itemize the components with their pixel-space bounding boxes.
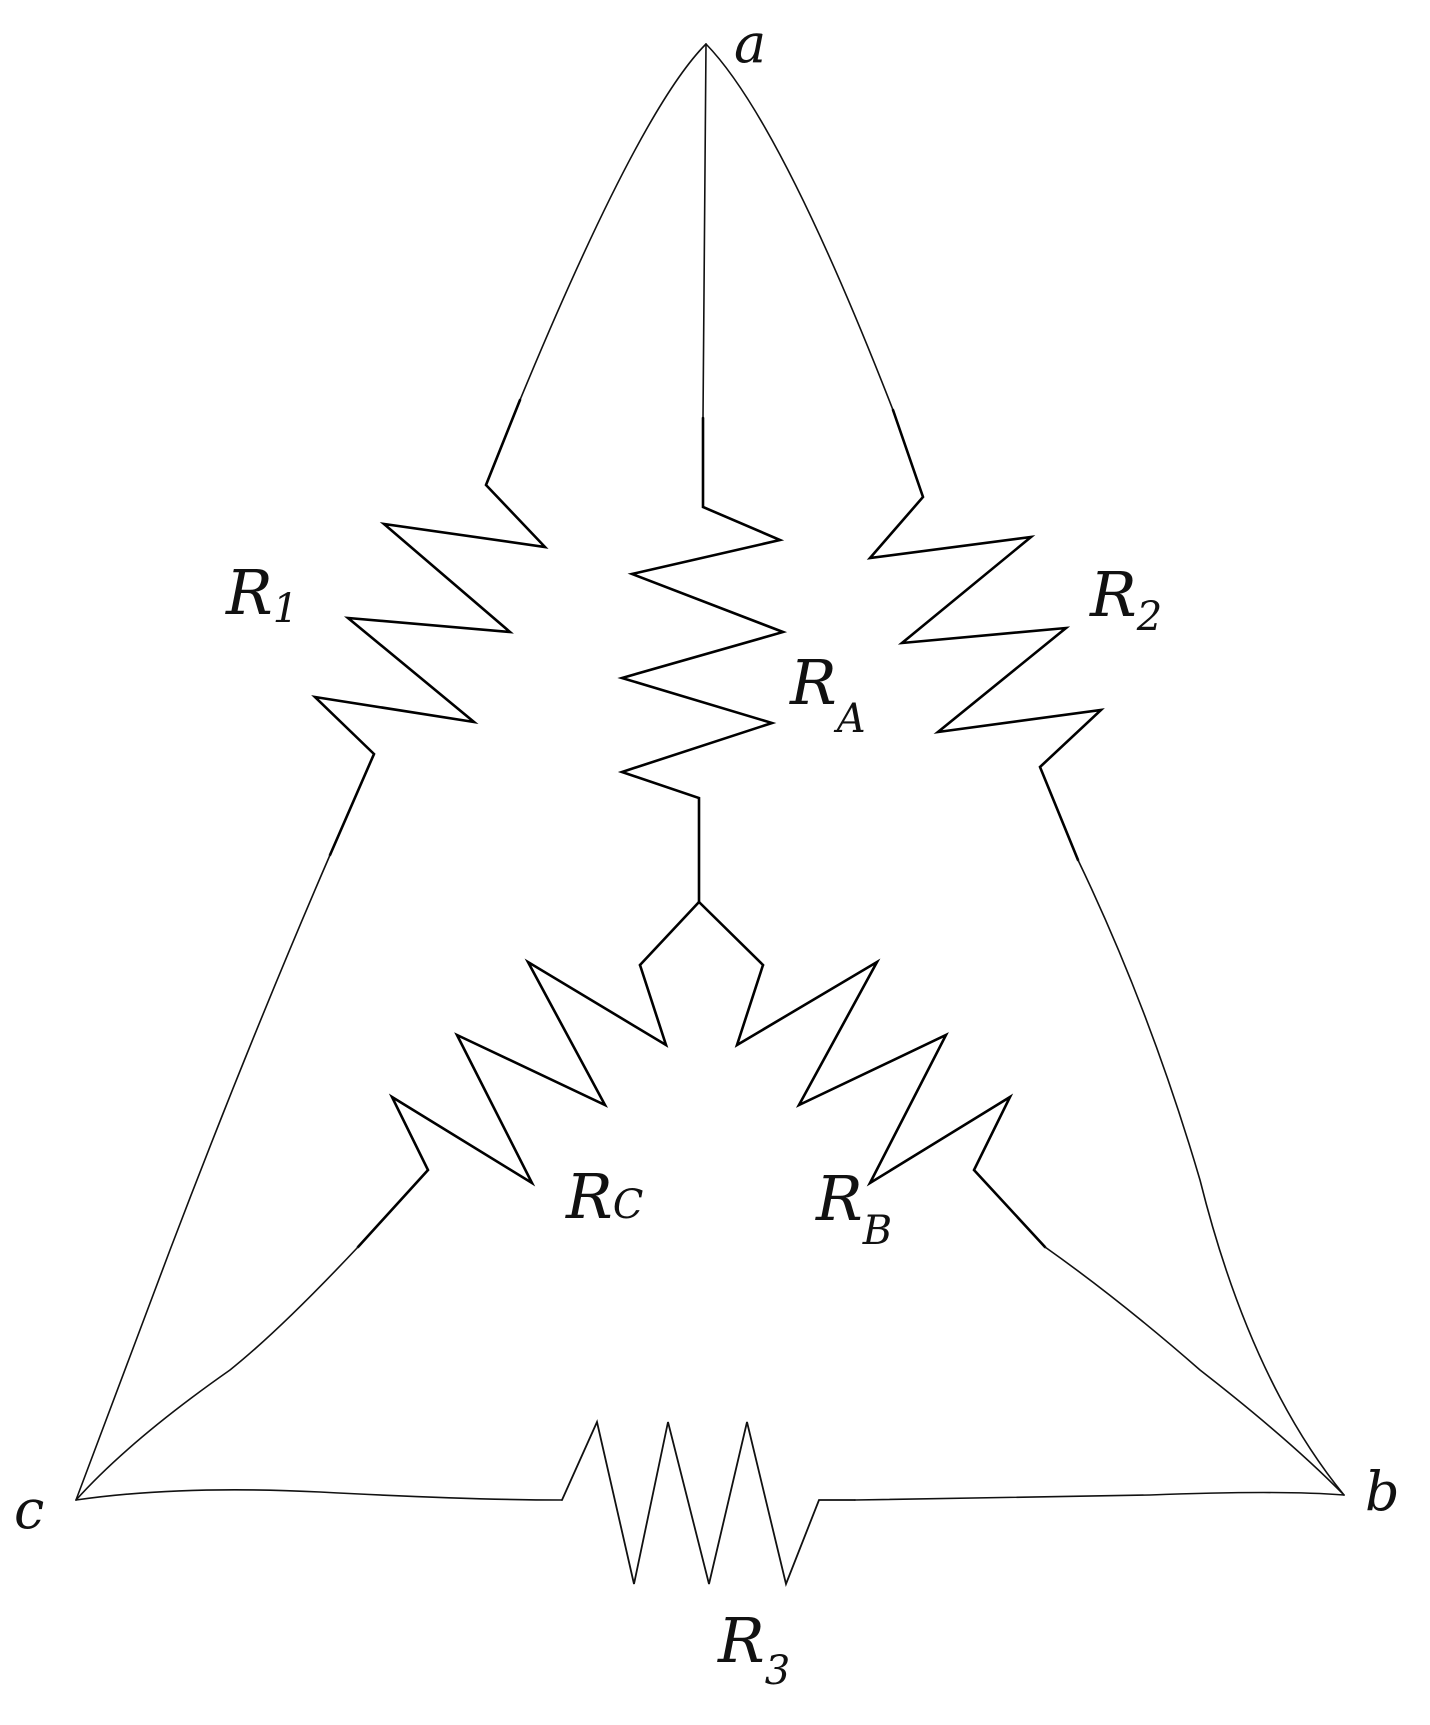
resistor-r2: [866, 408, 1105, 862]
resistor-rb: [734, 958, 1047, 1249]
node-labels: a b c: [14, 12, 1400, 1541]
wire-a-to-ra: [702, 43, 707, 419]
label-r1: R1: [225, 556, 298, 632]
wire-r3-to-b: [854, 1491, 1345, 1501]
node-label-b: b: [1365, 1460, 1400, 1523]
wire-c-to-r3: [75, 1488, 563, 1501]
delta-network: [75, 43, 1345, 1587]
label-ra: RA: [789, 646, 866, 742]
wye-network: [75, 43, 1345, 1501]
wire-r1-to-c: [75, 854, 331, 1501]
label-rc: RC: [565, 1160, 643, 1233]
resistor-rc: [356, 958, 669, 1249]
wire-rc-to-c: [75, 1246, 359, 1501]
resistor-ra: [617, 416, 788, 904]
label-rb: RB: [815, 1162, 892, 1254]
wire-r2-to-b: [1077, 859, 1345, 1496]
node-label-a: a: [734, 12, 766, 75]
label-r3: R3: [717, 1604, 790, 1694]
wire-rb-to-b: [1044, 1246, 1345, 1496]
wire-a-to-r1: [519, 43, 707, 401]
resistor-r1: [311, 398, 549, 857]
resistor-labels: R1 R2 R3 RA RB RC: [225, 556, 1162, 1694]
label-r2: R2: [1089, 558, 1162, 640]
wire-a-to-r2: [705, 43, 894, 411]
wye-junction: [638, 900, 765, 967]
resistor-r3: [561, 1419, 856, 1587]
node-label-c: c: [14, 1478, 44, 1541]
